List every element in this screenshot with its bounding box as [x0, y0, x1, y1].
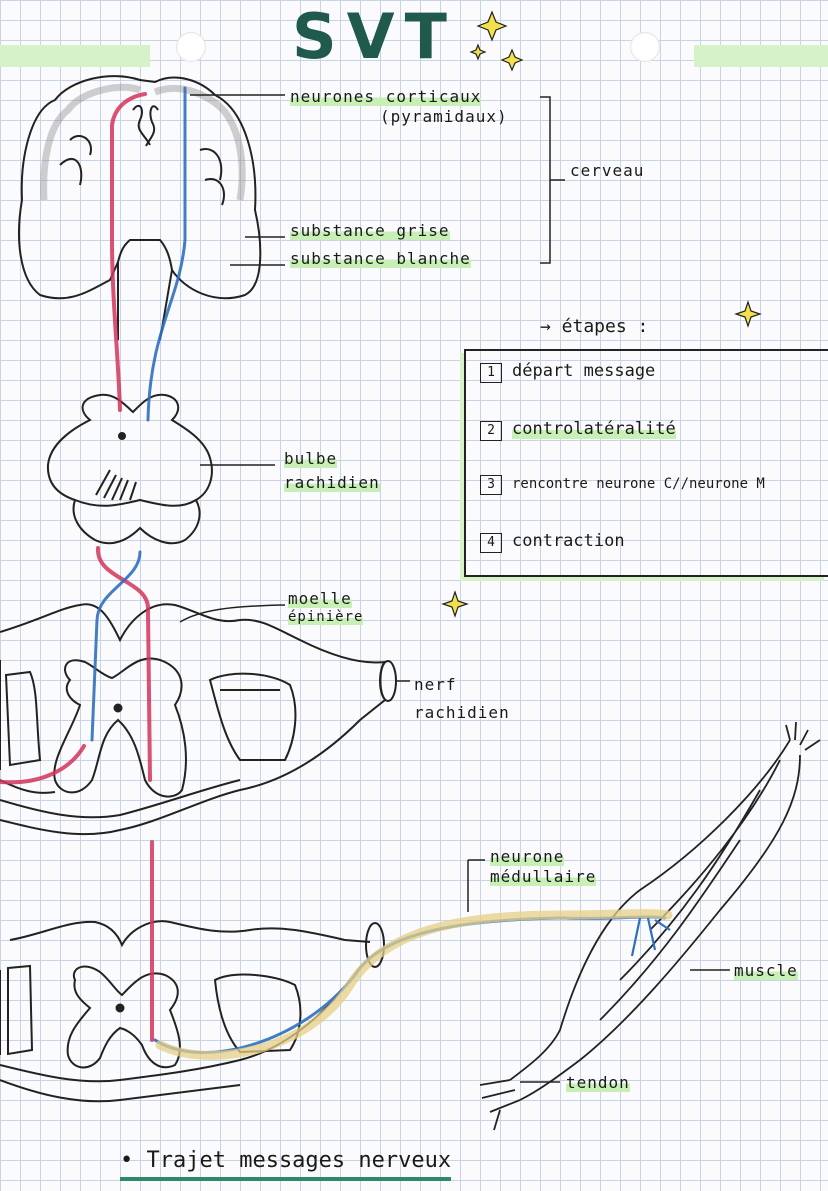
sparkle-title — [469, 10, 524, 72]
sparkle-moelle — [441, 590, 469, 618]
step-number: 2 — [480, 421, 502, 441]
sparkle-steps — [734, 300, 762, 328]
muscle-drawing — [479, 721, 821, 1131]
label-medullaire: médullaire — [490, 867, 597, 886]
step-text: départ message — [512, 361, 656, 381]
brain-drawing — [18, 75, 262, 341]
step-number: 4 — [480, 533, 502, 553]
bulbe-drawing — [46, 393, 213, 545]
pathway-yellow — [155, 909, 673, 1060]
leader-lines — [179, 94, 730, 1083]
step-4: 4 contraction — [480, 531, 625, 553]
step-number: 3 — [480, 475, 502, 495]
step-text: controlatéralité — [512, 419, 676, 439]
step-2: 2 controlatéralité — [480, 419, 676, 441]
label-moelle: moelle — [288, 589, 352, 608]
footer-title: • Trajet messages nerveux — [120, 1148, 452, 1181]
binder-hole-right — [630, 32, 660, 62]
binder-hole-left — [176, 32, 206, 62]
header-highlight-right — [694, 45, 828, 67]
label-epiniere: épinière — [288, 609, 364, 625]
label-nerf: nerf — [414, 675, 457, 694]
page-title: SVT — [292, 0, 457, 73]
label-tendon: tendon — [566, 1073, 630, 1092]
header-highlight-left — [0, 45, 150, 67]
spinal-cord-upper-drawing — [0, 603, 397, 836]
steps-heading: → étapes : — [540, 316, 649, 337]
pathway-red — [0, 92, 154, 1042]
steps-box: 1 départ message 2 controlatéralité 3 renco… — [464, 349, 828, 577]
label-substance-grise: substance grise — [290, 221, 450, 240]
pathway-endings — [630, 917, 671, 957]
label-neurones-corticaux: neurones corticaux — [290, 87, 482, 106]
step-number: 1 — [480, 363, 502, 383]
label-neurone: neurone — [490, 847, 565, 866]
label-muscle: muscle — [734, 961, 798, 980]
label-substance-blanche: substance blanche — [290, 249, 471, 268]
label-bulbe-rachidien: rachidien — [284, 473, 380, 492]
step-text: contraction — [512, 531, 625, 551]
step-text: rencontre neurone C//neurone M — [512, 476, 765, 492]
label-pyramidaux: (pyramidaux) — [380, 107, 508, 126]
label-bulbe: bulbe — [284, 449, 338, 468]
step-3: 3 rencontre neurone C//neurone M — [480, 475, 765, 495]
label-cerveau: cerveau — [570, 161, 645, 180]
label-nerf-rachidien: rachidien — [414, 703, 510, 722]
step-1: 1 départ message — [480, 361, 655, 383]
